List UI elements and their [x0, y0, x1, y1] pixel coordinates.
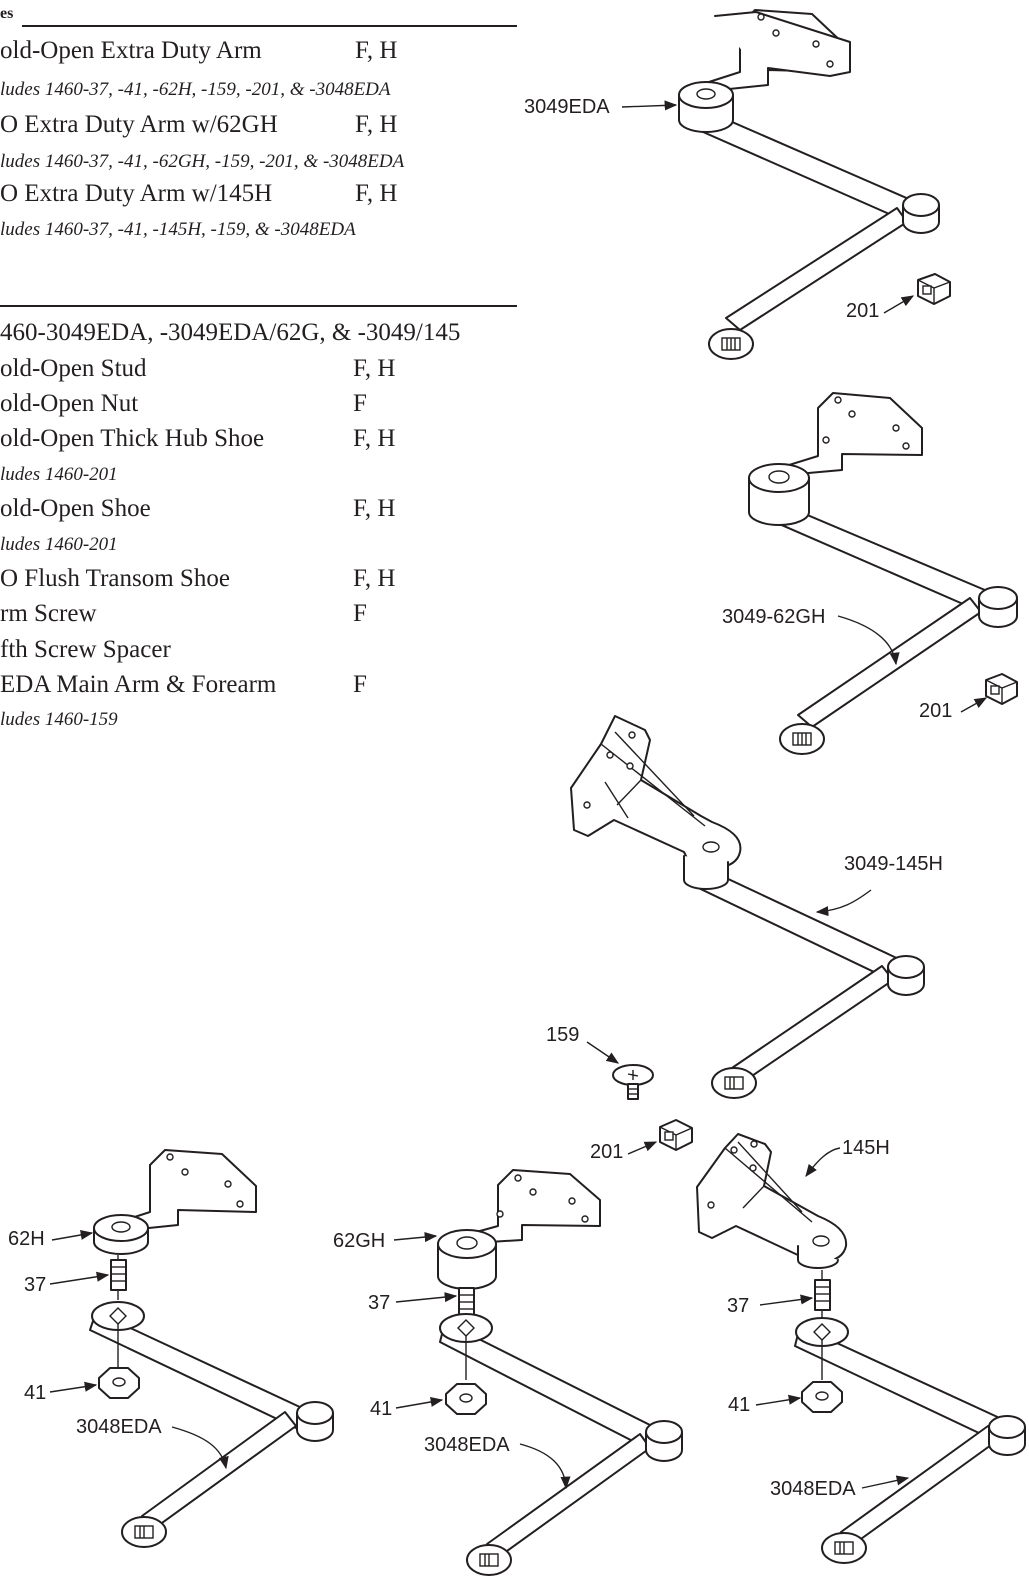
callout-3048eda-middle: 3048EDA — [424, 1434, 510, 1456]
callout-3048eda-right: 3048EDA — [770, 1478, 856, 1500]
assembly-3049eda-drawing — [621, 9, 951, 360]
assembly-3-name: O Extra Duty Arm w/145H — [0, 180, 273, 207]
part-8-codes: F — [353, 671, 367, 698]
part-3-name: old-Open Thick Hub Shoe — [0, 425, 265, 452]
part-5-codes: F, H — [353, 565, 396, 592]
part-1-name: old-Open Stud — [0, 355, 147, 382]
part-7-name: fth Screw Spacer — [0, 636, 171, 663]
callout-37-right: 37 — [727, 1295, 750, 1317]
assembly-1-note: ludes 1460-37, -41, -62H, -159, -201, & … — [0, 79, 391, 100]
callout-41-middle: 41 — [370, 1398, 393, 1420]
assembly-1-codes: F, H — [355, 37, 398, 64]
screw-and-spacer-drawing — [586, 1041, 693, 1155]
part-8-note: ludes 1460-159 — [0, 709, 118, 730]
callout-3049-145h: 3049-145H — [844, 853, 943, 875]
exploded-62gh-drawing — [393, 1169, 683, 1576]
callout-37-left: 37 — [24, 1274, 47, 1296]
callout-37-middle: 37 — [368, 1292, 391, 1314]
callout-62h: 62H — [8, 1228, 45, 1250]
part-3-note: ludes 1460-201 — [0, 464, 118, 485]
part-4-name: old-Open Shoe — [0, 495, 151, 522]
exploded-145h-drawing — [696, 1133, 1026, 1564]
section-rule-parts — [0, 305, 517, 307]
part-2-codes: F — [353, 390, 367, 417]
part-1-codes: F, H — [353, 355, 396, 382]
callout-3049-62gh: 3049-62GH — [722, 606, 826, 628]
parts-heading: 460-3049EDA, -3049EDA/62G, & -3049/145 — [0, 319, 461, 346]
exploded-62h-drawing — [49, 1149, 334, 1548]
callout-145h: 145H — [842, 1137, 890, 1159]
part-6-name: rm Screw — [0, 600, 97, 627]
assembly-3-note: ludes 1460-37, -41, -145H, -159, & -3048… — [0, 219, 356, 240]
part-3-codes: F, H — [353, 425, 396, 452]
callout-201-top: 201 — [846, 300, 880, 322]
callout-3048eda-left: 3048EDA — [76, 1416, 162, 1438]
callout-41-left: 41 — [24, 1382, 47, 1404]
part-4-note: ludes 1460-201 — [0, 534, 118, 555]
callout-41-right: 41 — [728, 1394, 751, 1416]
assembly-2-note: ludes 1460-37, -41, -62GH, -159, -201, &… — [0, 151, 405, 172]
part-5-name: O Flush Transom Shoe — [0, 565, 230, 592]
assembly-1-name: old-Open Extra Duty Arm — [0, 37, 262, 64]
callout-62gh: 62GH — [333, 1230, 386, 1252]
part-2-name: old-Open Nut — [0, 390, 139, 417]
callout-3049eda: 3049EDA — [524, 96, 610, 118]
part-6-codes: F — [353, 600, 367, 627]
part-8-name: EDA Main Arm & Forearm — [0, 671, 277, 698]
section-rule-top — [22, 25, 517, 27]
part-4-codes: F, H — [353, 495, 396, 522]
section-header-fragment: es — [0, 5, 14, 22]
assembly-2-codes: F, H — [355, 111, 398, 138]
callout-159: 159 — [546, 1024, 580, 1046]
assembly-3049-62gh-drawing — [748, 392, 1018, 755]
assembly-3-codes: F, H — [355, 180, 398, 207]
assembly-2-name: O Extra Duty Arm w/62GH — [0, 111, 278, 138]
assembly-3049-145h-drawing — [570, 715, 925, 1099]
callout-201-lower: 201 — [590, 1141, 624, 1163]
callout-201-middle: 201 — [919, 700, 953, 722]
